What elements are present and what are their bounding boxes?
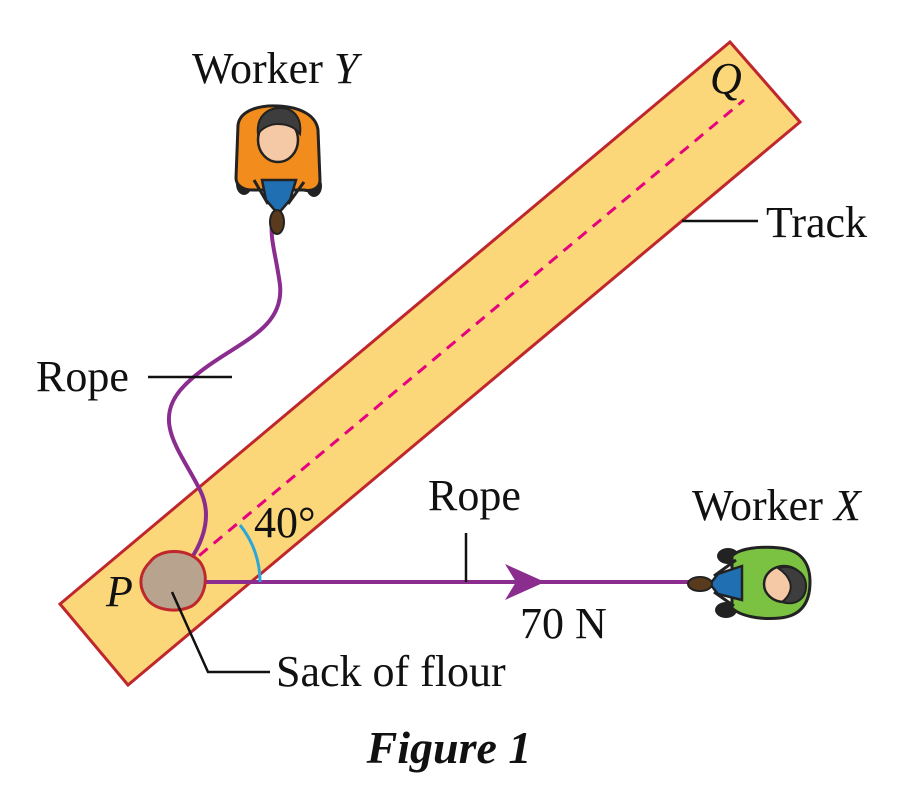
sack-leader-line <box>170 591 270 674</box>
rope-y-label: Rope <box>36 352 129 401</box>
figure-caption: Figure 1 <box>366 722 532 773</box>
track <box>57 39 803 688</box>
worker-x-label: Worker X <box>692 481 863 530</box>
rope-to-worker-y <box>166 221 283 582</box>
force-arrowhead <box>505 564 545 600</box>
angle-arc <box>238 524 262 583</box>
rope-x-label: Rope <box>428 471 521 520</box>
sack-label: Sack of flour <box>276 647 506 696</box>
point-p-label: P <box>105 567 133 616</box>
worker-y-letter: Y <box>334 44 363 93</box>
track-label: Track <box>766 198 867 247</box>
sack-of-flour <box>139 550 207 612</box>
angle-label: 40° <box>254 498 316 547</box>
point-q-label: Q <box>710 54 742 103</box>
track-centerline <box>169 98 745 582</box>
worker-y-figure <box>234 104 322 235</box>
worker-y-label: Worker Y <box>192 44 363 93</box>
worker-x-figure <box>687 545 812 620</box>
worker-x-letter: X <box>832 481 863 530</box>
force-label: 70 N <box>520 599 607 648</box>
